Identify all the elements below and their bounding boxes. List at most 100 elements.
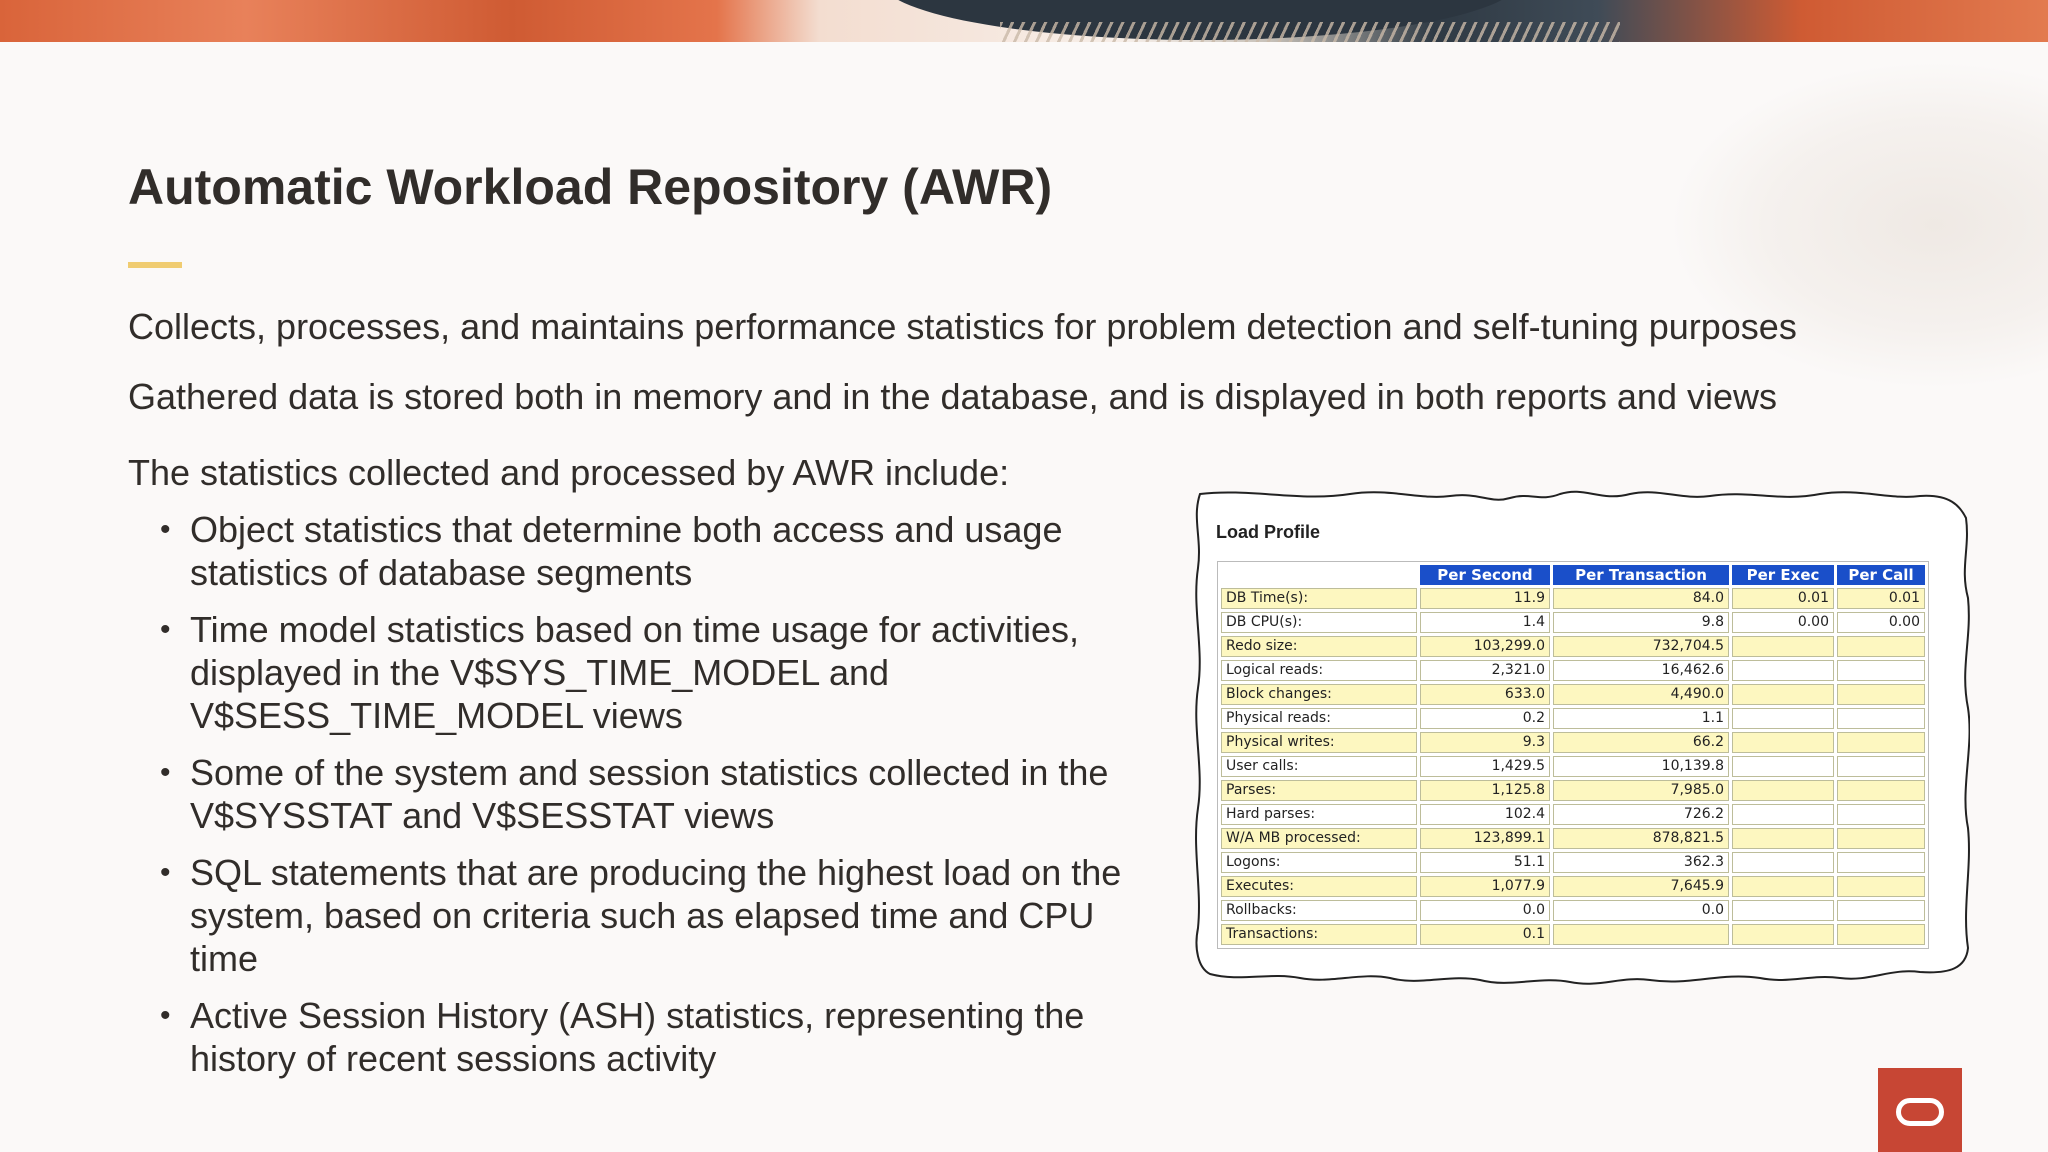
cell-value: 0.1: [1420, 924, 1550, 945]
table-row: DB Time(s): 11.9 84.0 0.01 0.01: [1221, 588, 1925, 609]
row-label: Block changes:: [1221, 684, 1417, 705]
cell-value: 0.2: [1420, 708, 1550, 729]
statistics-bullet-list: Object statistics that determine both ac…: [160, 508, 1160, 1094]
table-header-row: Per Second Per Transaction Per Exec Per …: [1221, 565, 1925, 585]
cell-value: 1,125.8: [1420, 780, 1550, 801]
header-cell: Per Second: [1420, 565, 1550, 585]
cell-value: 0.0: [1553, 900, 1729, 921]
cell-value: 66.2: [1553, 732, 1729, 753]
cell-value: [1837, 756, 1925, 777]
cell-value: 9.8: [1553, 612, 1729, 633]
cell-value: 732,704.5: [1553, 636, 1729, 657]
row-label: Transactions:: [1221, 924, 1417, 945]
cell-value: 10,139.8: [1553, 756, 1729, 777]
slide-title: Automatic Workload Repository (AWR): [128, 159, 1053, 215]
bullet-item: Time model statistics based on time usag…: [160, 608, 1160, 737]
cell-value: [1837, 900, 1925, 921]
cell-value: 0.0: [1420, 900, 1550, 921]
table-row: Logons: 51.1 362.3: [1221, 852, 1925, 873]
cell-value: [1553, 924, 1729, 945]
table-row: Hard parses: 102.4 726.2: [1221, 804, 1925, 825]
header-cell: [1221, 565, 1417, 585]
cell-value: 4,490.0: [1553, 684, 1729, 705]
cell-value: [1732, 756, 1834, 777]
title-accent-bar: [128, 262, 182, 268]
bullet-item: SQL statements that are producing the hi…: [160, 851, 1160, 980]
cell-value: [1837, 780, 1925, 801]
decorative-pattern: [1668, 60, 2048, 390]
table-row: User calls: 1,429.5 10,139.8: [1221, 756, 1925, 777]
table-row: Executes: 1,077.9 7,645.9: [1221, 876, 1925, 897]
cell-value: [1732, 780, 1834, 801]
cell-value: 102.4: [1420, 804, 1550, 825]
cell-value: [1837, 636, 1925, 657]
table-row: DB CPU(s): 1.4 9.8 0.00 0.00: [1221, 612, 1925, 633]
cell-value: 878,821.5: [1553, 828, 1729, 849]
cell-value: [1837, 684, 1925, 705]
banner-stripes: [1000, 22, 1620, 42]
cell-value: 16,462.6: [1553, 660, 1729, 681]
table-row: Physical reads: 0.2 1.1: [1221, 708, 1925, 729]
cell-value: [1837, 876, 1925, 897]
table-row: Logical reads: 2,321.0 16,462.6: [1221, 660, 1925, 681]
cell-value: [1837, 708, 1925, 729]
oracle-logo-icon: [1878, 1068, 1962, 1152]
row-label: Rollbacks:: [1221, 900, 1417, 921]
paragraph-collects: Collects, processes, and maintains perfo…: [128, 306, 1797, 347]
cell-value: [1732, 852, 1834, 873]
load-profile-title: Load Profile: [1216, 522, 1321, 542]
cell-value: 633.0: [1420, 684, 1550, 705]
cell-value: 362.3: [1553, 852, 1729, 873]
cell-value: 7,645.9: [1553, 876, 1729, 897]
oracle-ring-shape: [1896, 1098, 1944, 1126]
cell-value: [1837, 828, 1925, 849]
row-label: Physical reads:: [1221, 708, 1417, 729]
cell-value: 1,429.5: [1420, 756, 1550, 777]
cell-value: [1732, 804, 1834, 825]
cell-value: 2,321.0: [1420, 660, 1550, 681]
load-profile-card: Load Profile Per Second Per Transaction …: [1190, 488, 1970, 988]
bullet-item: Some of the system and session statistic…: [160, 751, 1160, 837]
table-row: Rollbacks: 0.0 0.0: [1221, 900, 1925, 921]
row-label: Physical writes:: [1221, 732, 1417, 753]
header-cell: Per Exec: [1732, 565, 1834, 585]
row-label: Executes:: [1221, 876, 1417, 897]
cell-value: 1,077.9: [1420, 876, 1550, 897]
cell-value: [1732, 924, 1834, 945]
cell-value: 1.1: [1553, 708, 1729, 729]
cell-value: 726.2: [1553, 804, 1729, 825]
cell-value: 51.1: [1420, 852, 1550, 873]
load-profile-table: Per Second Per Transaction Per Exec Per …: [1217, 561, 1929, 949]
cell-value: [1837, 924, 1925, 945]
cell-value: [1732, 660, 1834, 681]
cell-value: 0.01: [1732, 588, 1834, 609]
row-label: Redo size:: [1221, 636, 1417, 657]
row-label: DB Time(s):: [1221, 588, 1417, 609]
cell-value: [1732, 684, 1834, 705]
cell-value: 103,299.0: [1420, 636, 1550, 657]
cell-value: 11.9: [1420, 588, 1550, 609]
list-intro: The statistics collected and processed b…: [128, 452, 1010, 493]
cell-value: 84.0: [1553, 588, 1729, 609]
row-label: Logical reads:: [1221, 660, 1417, 681]
row-label: Logons:: [1221, 852, 1417, 873]
cell-value: 123,899.1: [1420, 828, 1550, 849]
cell-value: 0.00: [1732, 612, 1834, 633]
table-row: Parses: 1,125.8 7,985.0: [1221, 780, 1925, 801]
bullet-item: Active Session History (ASH) statistics,…: [160, 994, 1160, 1080]
cell-value: [1837, 852, 1925, 873]
row-label: Hard parses:: [1221, 804, 1417, 825]
table-row: W/A MB processed: 123,899.1 878,821.5: [1221, 828, 1925, 849]
paragraph-gathered: Gathered data is stored both in memory a…: [128, 376, 1777, 417]
row-label: DB CPU(s):: [1221, 612, 1417, 633]
row-label: User calls:: [1221, 756, 1417, 777]
cell-value: [1732, 900, 1834, 921]
cell-value: [1732, 708, 1834, 729]
table-row: Physical writes: 9.3 66.2: [1221, 732, 1925, 753]
cell-value: [1837, 660, 1925, 681]
cell-value: 0.01: [1837, 588, 1925, 609]
top-decorative-banner: [0, 0, 2048, 42]
cell-value: [1837, 732, 1925, 753]
cell-value: 7,985.0: [1553, 780, 1729, 801]
bullet-item: Object statistics that determine both ac…: [160, 508, 1160, 594]
